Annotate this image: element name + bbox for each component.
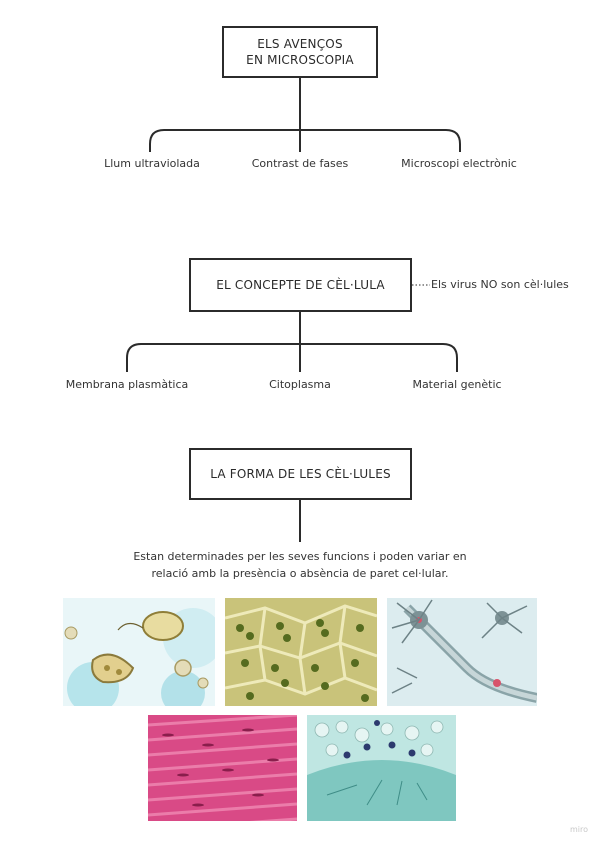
branch-phase-contrast: Contrast de fases bbox=[252, 157, 349, 170]
branch-electron-microscope: Microscopi electrònic bbox=[401, 157, 517, 170]
neuron-micrograph-icon bbox=[387, 598, 537, 706]
description-line-1: Estan determinades per les seves funcion… bbox=[100, 548, 500, 565]
cell-shape-title: LA FORMA DE LES CÈL·LULES bbox=[210, 466, 391, 482]
stem-section-micrograph-icon bbox=[307, 715, 456, 821]
cell-shape-description: Estan determinades per les seves funcion… bbox=[100, 548, 500, 582]
miro-brand-logo: miro bbox=[570, 825, 588, 834]
branch-genetic-material: Material genètic bbox=[412, 378, 501, 391]
branch-cytoplasm: Citoplasma bbox=[269, 378, 331, 391]
muscle-tissue-micrograph-icon bbox=[148, 715, 297, 821]
cell-shape-box: LA FORMA DE LES CÈL·LULES bbox=[189, 448, 412, 500]
cell-concept-box: EL CONCEPTE DE CÈL·LULA bbox=[189, 258, 412, 312]
cell-concept-title: EL CONCEPTE DE CÈL·LULA bbox=[216, 277, 385, 293]
microscopy-title-line1: ELS AVENÇOS bbox=[246, 36, 354, 52]
branch-ultraviolet-light: Llum ultraviolada bbox=[104, 157, 200, 170]
plant-cells-micrograph-icon bbox=[225, 598, 377, 706]
microscopy-advances-box: ELS AVENÇOS EN MICROSCOPIA bbox=[222, 26, 378, 78]
protozoa-micrograph-icon bbox=[63, 598, 215, 706]
branch-plasma-membrane: Membrana plasmàtica bbox=[66, 378, 189, 391]
microscopy-title-line2: EN MICROSCOPIA bbox=[246, 52, 354, 68]
description-line-2: relació amb la presència o absència de p… bbox=[100, 565, 500, 582]
virus-note: Els virus NO son cèl·lules bbox=[431, 278, 569, 291]
